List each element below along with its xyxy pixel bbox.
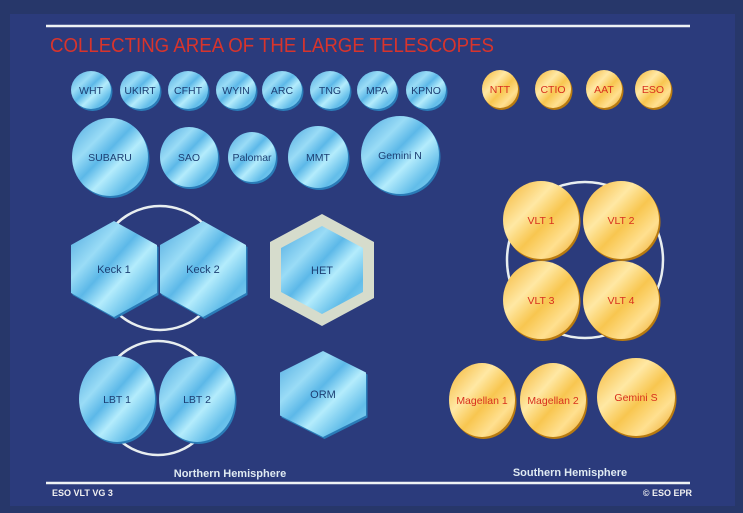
telescope-arc: ARC — [262, 71, 304, 111]
mirror-disc — [503, 261, 579, 339]
mirror-disc — [406, 71, 446, 109]
mirror-disc — [583, 261, 659, 339]
telescope-label: Magellan 1 — [456, 395, 508, 407]
mirror-disc — [72, 118, 148, 196]
mirror-disc — [120, 71, 160, 109]
hex-mirror — [280, 351, 366, 437]
telescope-label: Gemini N — [378, 150, 422, 162]
telescope-label: VLT 3 — [527, 295, 554, 307]
telescope-palomar: Palomar — [228, 132, 278, 184]
hex-mirror — [281, 226, 363, 314]
telescope-ntt: NTT — [482, 70, 520, 110]
telescope-wht: WHT — [71, 71, 113, 111]
telescope-kpno: KPNO — [406, 71, 448, 111]
telescope-label: Palomar — [232, 152, 272, 164]
telescope-sao: SAO — [160, 127, 220, 189]
telescope-label: WHT — [79, 85, 103, 97]
telescope-label: ESO — [642, 84, 664, 96]
telescope-label: CFHT — [174, 85, 203, 97]
telescope-keck-1: Keck 1 — [71, 221, 159, 319]
mirror-disc — [597, 358, 675, 436]
telescope-vlt-3: VLT 3 — [503, 261, 581, 341]
telescope-ukirt: UKIRT — [120, 71, 162, 111]
mirror-disc — [357, 71, 397, 109]
mirror-disc — [361, 116, 439, 194]
telescope-mmt: MMT — [288, 126, 350, 190]
mirror-disc — [482, 70, 518, 108]
telescope-label: VLT 2 — [607, 215, 634, 227]
telescope-vlt-1: VLT 1 — [503, 181, 581, 261]
telescope-label: VLT 4 — [607, 295, 634, 307]
telescope-eso: ESO — [635, 70, 673, 110]
mirror-disc — [79, 356, 155, 442]
telescope-label: SUBARU — [88, 152, 132, 164]
telescope-magellan-1: Magellan 1 — [449, 363, 517, 439]
telescope-gemini-n: Gemini N — [361, 116, 441, 196]
telescope-lbt-2: LBT 2 — [159, 356, 237, 444]
telescope-label: Gemini S — [614, 392, 657, 404]
mirror-disc — [160, 127, 218, 187]
telescope-label: ORM — [310, 389, 336, 401]
mirror-disc — [168, 71, 208, 109]
mirror-disc — [159, 356, 235, 442]
footer-left: ESO VLT VG 3 — [52, 488, 113, 498]
telescope-gemini-s: Gemini S — [597, 358, 677, 438]
southern-hemisphere-label: Southern Hemisphere — [513, 467, 627, 479]
telescope-label: Keck 2 — [186, 264, 220, 276]
mirror-disc — [535, 70, 571, 108]
mirror-disc — [262, 71, 302, 109]
telescope-label: VLT 1 — [527, 215, 554, 227]
telescope-magellan-2: Magellan 2 — [520, 363, 588, 439]
telescope-aat: AAT — [586, 70, 624, 110]
telescope-label: ARC — [271, 85, 294, 97]
telescope-label: Keck 1 — [97, 264, 131, 276]
telescope-het: HET — [270, 214, 374, 326]
mirror-disc — [635, 70, 671, 108]
telescope-label: AAT — [594, 84, 614, 96]
mirror-disc — [586, 70, 622, 108]
telescope-label: SAO — [178, 152, 200, 164]
telescope-label: UKIRT — [124, 85, 156, 97]
telescope-label: MPA — [366, 85, 388, 97]
mirror-disc — [71, 71, 111, 109]
mirror-disc — [503, 181, 579, 259]
mirror-disc — [288, 126, 348, 188]
telescope-tng: TNG — [310, 71, 352, 111]
telescope-vlt-4: VLT 4 — [583, 261, 661, 341]
telescope-orm: ORM — [280, 351, 368, 439]
telescope-lbt-1: LBT 1 — [79, 356, 157, 444]
telescope-label: HET — [311, 265, 333, 277]
telescope-label: WYIN — [222, 85, 249, 97]
hex-mirror — [160, 221, 246, 317]
mirror-disc — [310, 71, 350, 109]
telescope-cfht: CFHT — [168, 71, 210, 111]
telescope-label: TNG — [319, 85, 341, 97]
telescope-label: CTIO — [540, 84, 565, 96]
telescope-label: Magellan 2 — [527, 395, 579, 407]
telescope-label: MMT — [306, 152, 330, 164]
mirror-disc — [228, 132, 276, 182]
telescope-label: LBT 1 — [103, 394, 131, 406]
hex-mirror — [71, 221, 157, 317]
telescope-keck-2: Keck 2 — [160, 221, 248, 319]
mirror-disc — [520, 363, 586, 437]
telescope-mpa: MPA — [357, 71, 399, 111]
vlt-interferometer-ring — [505, 180, 665, 340]
page-title: COLLECTING AREA OF THE LARGE TELESCOPES — [50, 35, 494, 57]
telescope-label: LBT 2 — [183, 394, 211, 406]
telescope-wyin: WYIN — [216, 71, 258, 111]
telescope-vlt-2: VLT 2 — [583, 181, 661, 261]
mirror-disc — [216, 71, 256, 109]
footer-right: © ESO EPR — [643, 488, 693, 498]
telescope-subaru: SUBARU — [72, 118, 150, 198]
telescope-label: KPNO — [411, 85, 441, 97]
mirror-disc — [583, 181, 659, 259]
northern-hemisphere-label: Northern Hemisphere — [174, 468, 286, 480]
mirror-disc — [449, 363, 515, 437]
telescope-label: NTT — [490, 84, 511, 96]
telescope-ctio: CTIO — [535, 70, 573, 110]
